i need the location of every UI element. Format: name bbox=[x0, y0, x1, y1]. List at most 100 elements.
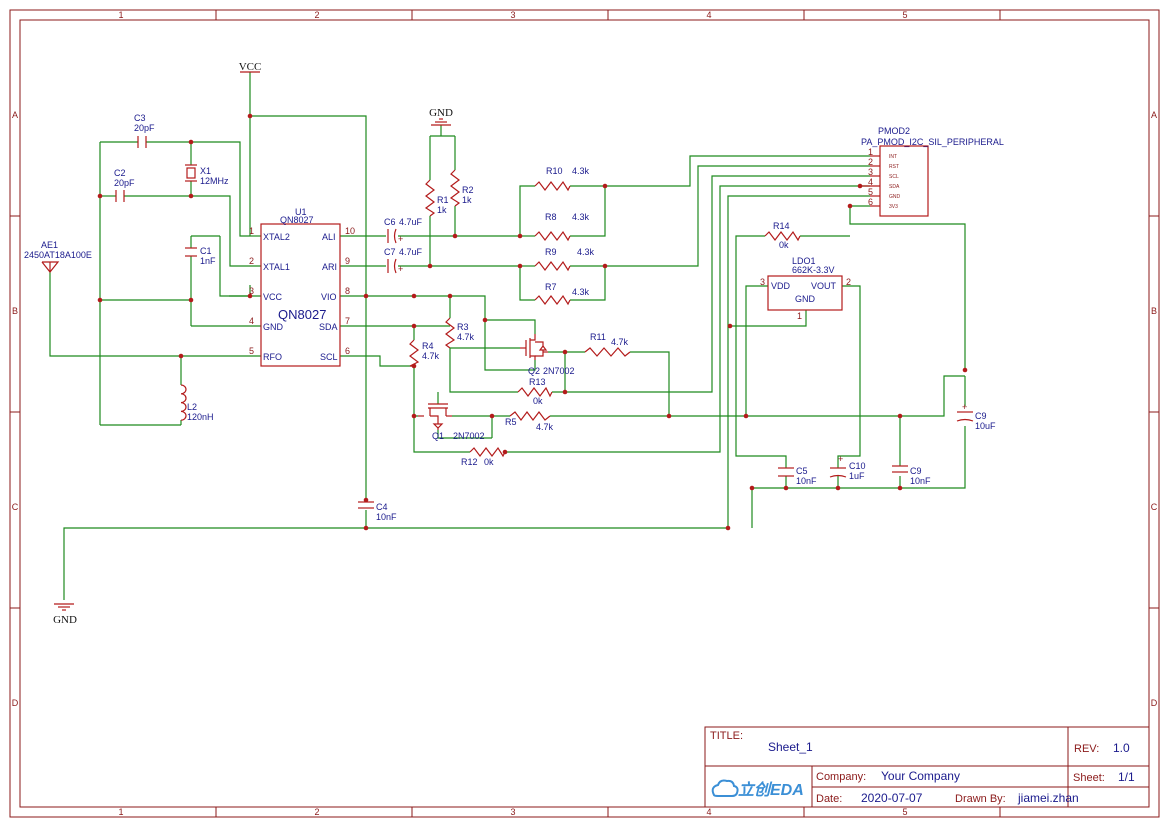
pmod2-pin-num-5: 5 bbox=[868, 187, 873, 197]
u1-part: QN8027 bbox=[280, 215, 314, 225]
pmod2-pin-rst: RST bbox=[889, 164, 899, 170]
pmod2-pin-num-4: 4 bbox=[868, 177, 873, 187]
r7-ref: R7 bbox=[545, 282, 557, 292]
lceda-logo: 立创EDA bbox=[711, 779, 804, 799]
pmod2-pin-num-6: 6 bbox=[868, 197, 873, 207]
c5-capacitor[interactable]: C5 10nF bbox=[778, 466, 817, 486]
gnd-top-label: GND bbox=[429, 107, 453, 119]
q2-mosfet[interactable]: Q2 2N7002 bbox=[520, 334, 575, 376]
pmod2-connector[interactable]: PMOD2 PA_PMOD_I2C_SIL_PERIPHERAL 1 2 3 4… bbox=[860, 126, 1004, 217]
r13-resistor[interactable]: R13 0k bbox=[517, 377, 553, 406]
zone-col-2-bottom: 2 bbox=[314, 807, 319, 817]
zone-col-5: 5 bbox=[902, 10, 907, 20]
svg-text:+: + bbox=[962, 402, 967, 412]
c4-capacitor[interactable]: C4 10nF bbox=[358, 501, 397, 522]
r11-resistor[interactable]: R11 4.7k bbox=[584, 332, 631, 357]
r10-value: 4.3k bbox=[572, 166, 590, 176]
zone-row-c-right: C bbox=[1151, 502, 1158, 512]
ldo1-pin-num-2: 2 bbox=[846, 277, 851, 287]
ldo1-pin-vout: VOUT bbox=[811, 281, 837, 291]
zone-row-a-right: A bbox=[1151, 110, 1157, 120]
c2-capacitor[interactable]: C2 20pF bbox=[114, 168, 135, 202]
r7-value: 4.3k bbox=[572, 287, 590, 297]
zone-col-4: 4 bbox=[706, 10, 711, 20]
zone-col-3: 3 bbox=[510, 10, 515, 20]
pmod2-pin-num-3: 3 bbox=[868, 167, 873, 177]
r9-ref: R9 bbox=[545, 247, 557, 257]
junctions bbox=[97, 113, 968, 531]
x1-value: 12MHz bbox=[200, 176, 229, 186]
r14-ref: R14 bbox=[773, 221, 790, 231]
rev-value: 1.0 bbox=[1113, 741, 1130, 755]
u1-qn8027[interactable]: U1 QN8027 QN8027 XTAL2 XTAL1 VCC GND RFO… bbox=[249, 207, 355, 367]
x1-ref: X1 bbox=[200, 166, 211, 176]
u1-pin-scl: SCL bbox=[320, 352, 338, 362]
r12-ref: R12 bbox=[461, 457, 478, 467]
c9-capacitor-10nf[interactable]: C9 10nF bbox=[892, 465, 931, 486]
r10-resistor[interactable]: R10 4.3k bbox=[534, 166, 590, 192]
u1-pin-num-10: 10 bbox=[345, 226, 355, 236]
r4-resistor[interactable]: R4 4.7k bbox=[409, 339, 440, 367]
r5-ref: R5 bbox=[505, 417, 517, 427]
r1-resistor[interactable]: R1 1k bbox=[424, 179, 449, 217]
svg-text:+: + bbox=[398, 234, 403, 244]
u1-pin-xtal2: XTAL2 bbox=[263, 232, 290, 242]
r9-resistor[interactable]: R9 4.3k bbox=[534, 247, 595, 272]
u1-pin-num-5: 5 bbox=[249, 346, 254, 356]
u1-pin-num-7: 7 bbox=[345, 316, 350, 326]
c4-ref: C4 bbox=[376, 502, 388, 512]
r8-resistor[interactable]: R8 4.3k bbox=[534, 212, 590, 242]
c5-ref: C5 bbox=[796, 466, 808, 476]
u1-pin-ari: ARI bbox=[322, 262, 337, 272]
q1-ref: Q1 bbox=[432, 431, 444, 441]
zone-col-1-bottom: 1 bbox=[118, 807, 123, 817]
vcc-label: VCC bbox=[239, 61, 262, 73]
q1-mosfet[interactable]: Q1 2N7002 bbox=[418, 403, 485, 441]
r4-value: 4.7k bbox=[422, 351, 440, 361]
l2-ref: L2 bbox=[187, 402, 197, 412]
c7-capacitor[interactable]: + C7 4.7uF bbox=[384, 247, 423, 274]
r2-resistor[interactable]: R2 1k bbox=[449, 169, 474, 207]
c1-capacitor[interactable]: C1 1nF bbox=[185, 246, 216, 266]
c9a-value: 10nF bbox=[910, 476, 931, 486]
sheet-value: 1/1 bbox=[1118, 770, 1135, 784]
drawn-by-value: jiamei.zhan bbox=[1017, 791, 1079, 805]
c6-capacitor[interactable]: + C6 4.7uF bbox=[384, 217, 423, 244]
ae1-value: 2450AT18A100E bbox=[24, 250, 92, 260]
c10-capacitor[interactable]: + C10 1uF bbox=[829, 454, 866, 481]
c9b-ref: C9 bbox=[975, 411, 987, 421]
c10-ref: C10 bbox=[849, 461, 866, 471]
r12-resistor[interactable]: R12 0k bbox=[461, 446, 506, 467]
ae1-ref: AE1 bbox=[41, 240, 58, 250]
zone-row-b-right: B bbox=[1151, 306, 1157, 316]
r3-resistor[interactable]: R3 4.7k bbox=[444, 317, 475, 349]
pmod2-value: PA_PMOD_I2C_SIL_PERIPHERAL bbox=[861, 137, 1004, 147]
date-value: 2020-07-07 bbox=[861, 791, 923, 805]
pmod2-pin-int: INT bbox=[889, 154, 897, 160]
pmod2-pin-gnd: GND bbox=[889, 194, 901, 200]
ldo1-regulator[interactable]: LDO1 662K-3.3V VDD VOUT GND 3 2 1 bbox=[760, 256, 851, 321]
r8-ref: R8 bbox=[545, 212, 557, 222]
r7-resistor[interactable]: R7 4.3k bbox=[534, 282, 590, 306]
r13-value: 0k bbox=[533, 396, 543, 406]
title-label: TITLE: bbox=[710, 730, 743, 742]
r12-value: 0k bbox=[484, 457, 494, 467]
r5-resistor[interactable]: R5 4.7k bbox=[505, 411, 554, 432]
u1-pin-num-2: 2 bbox=[249, 256, 254, 266]
l2-inductor[interactable]: L2 120nH bbox=[180, 384, 214, 422]
u1-pin-num-8: 8 bbox=[345, 286, 350, 296]
r3-ref: R3 bbox=[457, 322, 469, 332]
c1-value: 1nF bbox=[200, 256, 216, 266]
r14-resistor[interactable]: R14 0k bbox=[764, 221, 801, 250]
r4-ref: R4 bbox=[422, 341, 434, 351]
x1-crystal[interactable]: X1 12MHz bbox=[185, 164, 229, 186]
c9b-value: 10uF bbox=[975, 421, 996, 431]
u1-pin-num-3: 3 bbox=[249, 286, 254, 296]
zone-labels: 1 2 3 4 5 1 2 3 4 5 A B C D A B C D bbox=[12, 10, 1158, 817]
c9-capacitor-10uf[interactable]: + C9 10uF bbox=[956, 402, 996, 431]
c2-ref: C2 bbox=[114, 168, 126, 178]
c3-capacitor[interactable]: C3 20pF bbox=[134, 113, 155, 148]
r10-ref: R10 bbox=[546, 166, 563, 176]
r2-value: 1k bbox=[462, 195, 472, 205]
ae1-antenna[interactable]: AE1 2450AT18A100E bbox=[24, 240, 92, 273]
